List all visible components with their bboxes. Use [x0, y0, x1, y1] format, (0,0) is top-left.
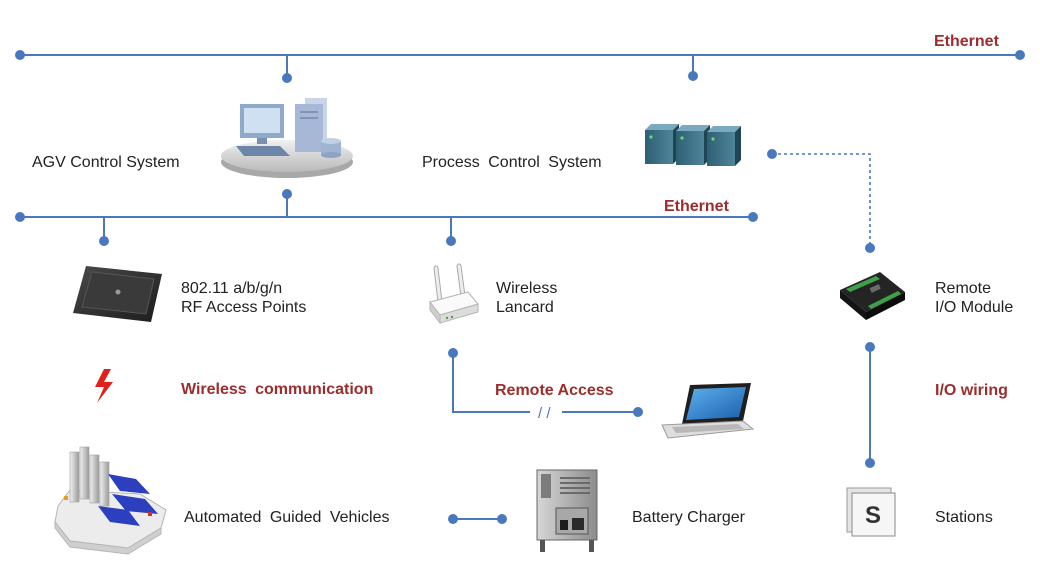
remote-access-link: / / [448, 348, 643, 422]
battery-charger-icon [536, 469, 598, 552]
automated-guided-vehicles-label: Automated Guided Vehicles [184, 509, 389, 526]
io-wiring-bottom-dot [865, 458, 875, 468]
rf-access-point-icon [73, 266, 162, 322]
top-ethernet-left-end-dot [15, 50, 25, 60]
agv-charger-link [448, 514, 507, 524]
lightning-icon [95, 369, 113, 403]
process-control-system-label: Process Control System [422, 154, 602, 171]
middle-ethernet-left-end-dot [15, 212, 25, 222]
stations-label: Stations [935, 509, 993, 526]
plc-to-remote-io-link [767, 149, 875, 253]
top-ethernet-right-end-dot [1015, 50, 1025, 60]
wireless-communication-label: Wireless communication [181, 381, 373, 398]
io-wiring-link [865, 342, 875, 468]
battery-charger-label: Battery Charger [632, 509, 746, 526]
top-ethernet-label: Ethernet [934, 33, 1000, 50]
remote-io-module-line1: Remote [935, 280, 991, 297]
io-wiring-label: I/O wiring [935, 382, 1008, 399]
middle-ethernet-right-end-dot [748, 212, 758, 222]
remote-access-label: Remote Access [495, 382, 614, 399]
remote-access-line-left [452, 353, 530, 413]
agv-control-top-dot [282, 73, 292, 83]
middle-ethernet-label: Ethernet [664, 198, 730, 215]
remote-access-break-mark: / / [538, 405, 551, 422]
stations-icon-letter: S [865, 502, 881, 529]
wireless-router-icon [429, 263, 479, 325]
stations-icon: S [846, 487, 896, 537]
process-control-top-dot [688, 71, 698, 81]
remote-io-module-icon [840, 272, 905, 320]
agv-vehicle-icon [54, 446, 167, 555]
rf-access-points-line1: 802.11 a/b/g/n [181, 280, 282, 297]
rf-access-points-line2: RF Access Points [181, 299, 306, 316]
laptop-icon [661, 383, 755, 439]
middle-ethernet-network: Ethernet [15, 189, 758, 246]
top-ethernet-network: Ethernet [15, 33, 1025, 83]
agv-charger-right-dot [497, 514, 507, 524]
computer-workstation-icon [221, 98, 353, 178]
rf-access-point-dot [99, 236, 109, 246]
remote-io-module-line2: I/O Module [935, 299, 1013, 316]
wireless-lancard-line2: Lancard [496, 299, 554, 316]
wireless-lancard-dot [446, 236, 456, 246]
wireless-lancard-line1: Wireless [496, 280, 557, 297]
agv-control-system-label: AGV Control System [32, 154, 180, 171]
remote-access-end-dot [633, 407, 643, 417]
remote-io-top-dot [865, 243, 875, 253]
plc-remote-io-dashed-line [772, 153, 871, 248]
plc-rack-icon [645, 124, 741, 166]
